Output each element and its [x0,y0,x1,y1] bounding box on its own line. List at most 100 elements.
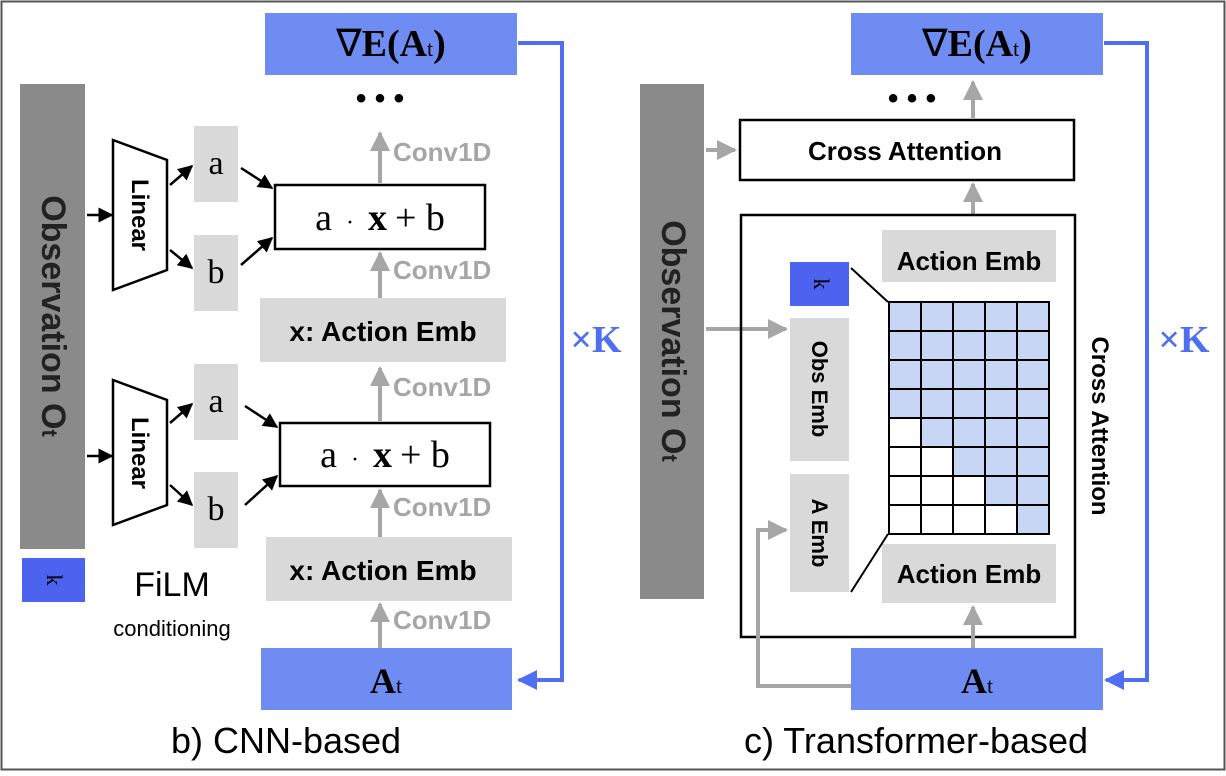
tf-a-emb-label: A Emb [807,499,832,568]
mask-cell [984,475,1018,506]
cnn-repeat-bg [565,318,625,362]
transformer-panel: ∇E(At) • • • Cross Attention Observation… [640,13,1216,761]
linear-label-1: Linear [126,179,153,251]
tf-caption: c) Transformer-based [744,720,1088,761]
tf-cross-attention-label: Cross Attention [808,136,1002,166]
mask-cell [1016,475,1050,506]
cnn-action-emb-box-1 [260,298,506,362]
mask-cell [984,330,1018,361]
tf-observation-bar [640,84,704,599]
mask-cell [952,359,986,390]
cnn-observation-label: Observation Ot [34,195,72,437]
mask-cell [920,504,954,535]
cnn-input-label: At [370,661,402,701]
linear-to-a-arrow-2 [169,403,194,424]
mask-cell [952,504,986,535]
mask-cell [1016,504,1050,535]
mask-cell [920,446,954,477]
tf-input-label: At [961,661,993,701]
a-to-expr-arrow-1 [240,166,274,190]
mask-cell [952,301,986,332]
film-title: FiLM [134,566,210,604]
tf-action-emb-top-box [882,230,1056,282]
tf-cross-attention-side-label: Cross Attention [1086,336,1113,515]
film-a-box-1 [194,126,238,202]
mask-cell [952,446,986,477]
conv-label-4: Conv1D [393,492,491,522]
linear-to-b-arrow-1 [169,249,194,269]
film-b-box-2 [194,472,238,548]
mask-cell [952,417,986,448]
tf-block [739,213,1077,639]
tf-obs-emb-box [790,318,849,461]
b-to-expr-arrow-1 [240,237,274,266]
mask-cell [952,330,986,361]
cnn-observation-bar [20,84,85,549]
tf-action-emb-top-label: Action Emb [897,246,1041,276]
mask-cell [1016,388,1050,419]
tf-repeat-label: ×K [1158,319,1210,361]
film-a-label-1: a [208,145,223,182]
conv-label-1: Conv1D [393,137,491,167]
mask-cell [984,301,1018,332]
linear-to-a-arrow-1 [169,165,194,186]
tf-ellipsis: • • • [888,82,936,115]
mask-cell [984,417,1018,448]
mask-cell [984,446,1018,477]
tf-obs-emb-label: Obs Emb [807,341,832,438]
mask-cell [888,446,922,477]
film-a-box-2 [194,364,238,440]
tf-top-connector [850,267,889,303]
mask-cell [984,388,1018,419]
cnn-action-emb-label-2: x: Action Emb [289,555,476,586]
film-b-box-1 [194,235,238,311]
tf-cross-attention-box [738,118,1076,182]
mask-cell [1016,446,1050,477]
cnn-k-label: k [42,575,67,586]
mask-cell [920,417,954,448]
mask-cell [1016,359,1050,390]
film-expression-2: a·x+ b [320,434,450,476]
mask-cell [888,359,922,390]
linear-label-2: Linear [126,417,153,489]
tf-bottom-connector [850,533,889,593]
mask-cell [888,301,922,332]
tf-k-box [790,262,849,306]
linear-to-b-arrow-2 [169,484,194,507]
cnn-input-box [261,648,512,710]
tf-k-label: k [809,279,834,290]
tf-gradient-label: ∇E(At) [921,23,1032,65]
mask-cell [920,330,954,361]
mask-cell [952,388,986,419]
cnn-gradient-label: ∇E(At) [335,23,446,65]
tf-repeat-loop [1104,41,1149,690]
film-subtitle: conditioning [113,616,230,641]
tf-input-box [851,648,1103,710]
tf-a-emb-box [790,474,849,592]
b-to-expr-arrow-2 [244,474,279,506]
linear-layer-2 [111,378,169,527]
conv-label-3: Conv1D [393,372,491,402]
mask-cell [888,504,922,535]
conv-label-2: Conv1D [393,255,491,285]
mask-cell [952,475,986,506]
conv-label-5: Conv1D [393,605,491,635]
cnn-k-box [22,558,85,602]
mask-cell [984,504,1018,535]
tf-action-emb-bottom-label: Action Emb [897,559,1041,589]
film-b-label-2: b [208,491,225,528]
mask-cell [920,388,954,419]
linear-layer-1 [111,138,169,292]
cnn-caption: b) CNN-based [171,720,401,761]
mask-cell [984,359,1018,390]
cnn-action-emb-label-1: x: Action Emb [289,316,476,347]
tf-input-to-aemb-arrow [756,520,851,688]
cnn-repeat-label: ×K [570,319,622,361]
tf-observation-label: Observation Ot [654,220,692,462]
mask-cell [920,359,954,390]
mask-cell [888,388,922,419]
mask-cell [888,417,922,448]
mask-cell [888,330,922,361]
